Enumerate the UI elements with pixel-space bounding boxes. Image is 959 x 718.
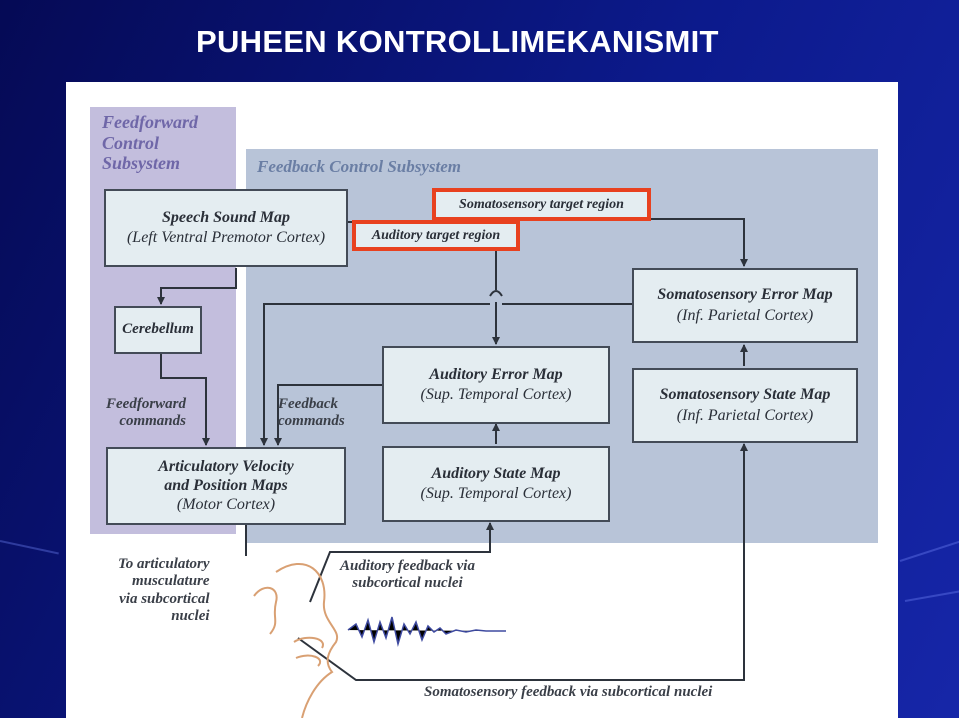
feedback-commands-label: Feedback commands: [278, 396, 345, 431]
articulatory-maps-title: Articulatory Velocity and Position Maps: [158, 457, 294, 494]
feedback-subsystem-label: Feedback Control Subsystem: [257, 157, 462, 176]
auditory-feedback-label: Auditory feedback via subcortical nuclei: [340, 558, 475, 593]
to-musculature-text: To articulatory musculature via subcorti…: [118, 556, 210, 624]
diagram-panel: Feedforward Control Subsystem Feedback C…: [66, 82, 898, 718]
auditory-state-map-subtitle: (Sup. Temporal Cortex): [420, 485, 572, 503]
slide-title: PUHEEN KONTROLLIMEKANISMIT: [196, 24, 719, 59]
auditory-error-map-box: Auditory Error Map (Sup. Temporal Cortex…: [382, 346, 610, 424]
somatosensory-error-map-box: Somatosensory Error Map (Inf. Parietal C…: [632, 268, 858, 343]
somatosensory-target-box: Somatosensory target region: [432, 188, 651, 221]
somatosensory-state-map-box: Somatosensory State Map (Inf. Parietal C…: [632, 368, 858, 443]
articulatory-maps-subtitle: (Motor Cortex): [176, 496, 276, 514]
auditory-error-map-subtitle: (Sup. Temporal Cortex): [420, 386, 572, 404]
somatosensory-feedback-label: Somatosensory feedback via subcortical n…: [424, 684, 713, 700]
speech-sound-map-subtitle: (Left Ventral Premotor Cortex): [126, 229, 326, 247]
speech-sound-map-box: Speech Sound Map (Left Ventral Premotor …: [104, 189, 348, 267]
auditory-state-map-box: Auditory State Map (Sup. Temporal Cortex…: [382, 446, 610, 522]
somatosensory-state-map-subtitle: (Inf. Parietal Cortex): [676, 406, 814, 424]
connection-lines: [157, 218, 748, 718]
auditory-error-map-title: Auditory Error Map: [429, 365, 563, 383]
articulatory-maps-box: Articulatory Velocity and Position Maps …: [106, 447, 346, 525]
speech-sound-map-title: Speech Sound Map: [161, 208, 291, 226]
feedforward-subsystem-text: Feedforward Control Subsystem: [102, 112, 198, 174]
feedforward-subsystem-label: Feedforward Control Subsystem: [102, 112, 198, 174]
cerebellum-label: Cerebellum: [122, 321, 194, 338]
auditory-target-box: Auditory target region: [352, 220, 520, 251]
somatosensory-error-map-subtitle: (Inf. Parietal Cortex): [676, 306, 814, 324]
to-musculature-label: To articulatory musculature via subcorti…: [118, 556, 210, 625]
feedback-commands-text: Feedback commands: [278, 396, 345, 430]
cerebellum-box: Cerebellum: [114, 306, 202, 354]
somatosensory-state-map-title: Somatosensory State Map: [659, 386, 831, 404]
audio-waveform-icon: [347, 616, 506, 647]
feedforward-commands-label: Feedforward commands: [106, 396, 186, 431]
head-outline-icon: [253, 562, 339, 718]
auditory-feedback-text: Auditory feedback via subcortical nuclei: [340, 558, 475, 592]
auditory-state-map-title: Auditory State Map: [431, 464, 561, 482]
somatosensory-error-map-title: Somatosensory Error Map: [657, 286, 833, 304]
feedforward-commands-text: Feedforward commands: [106, 396, 186, 430]
